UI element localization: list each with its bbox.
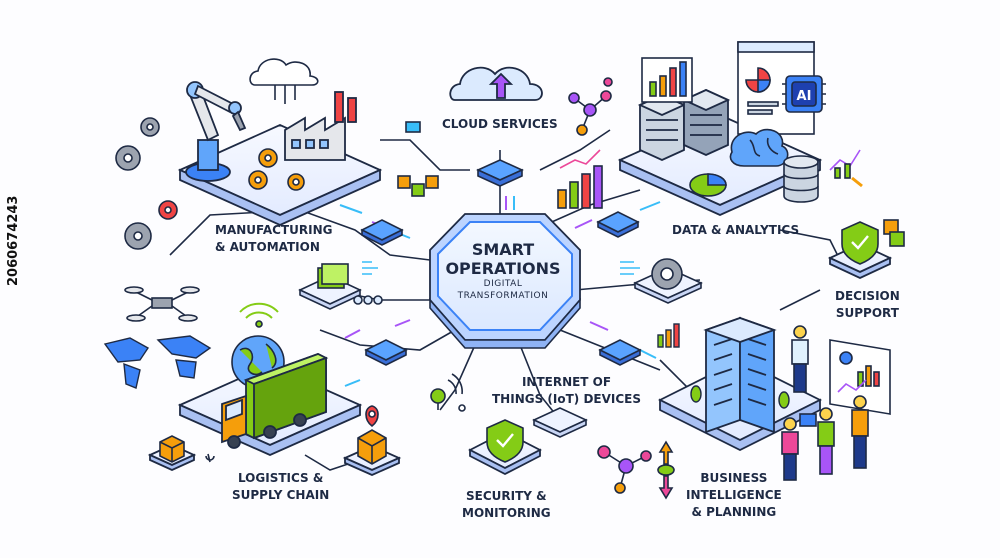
factory-icon: [284, 91, 357, 161]
folder-icon: [317, 261, 383, 305]
robot-arm-icon: [185, 81, 247, 182]
center-subtitle-line2: TRANSFORMATION: [457, 291, 549, 301]
line-chart-icon: [829, 149, 863, 188]
pie-chart-icon: [689, 173, 727, 197]
tile-left-2: [364, 339, 408, 366]
stock-id-watermark: 2060674243: [6, 195, 21, 286]
connector-manufacturing: [169, 209, 431, 261]
arrow-cyan-6: [344, 379, 361, 387]
arrow-cyan-1: [339, 204, 363, 214]
office-building-icon: [703, 316, 777, 434]
center-card: SMART OPERATIONS DIGITAL TRANSFORMATION: [428, 240, 578, 302]
label-business-intelligence: BUSINESS INTELLIGENCE & PLANNING: [686, 470, 782, 521]
manufacturing-line1: MANUFACTURING: [215, 223, 333, 237]
bi-line3: & PLANNING: [691, 505, 777, 519]
iot-line2: THINGS (IoT) DEVICES: [492, 392, 642, 406]
arrow-purple-2: [344, 329, 361, 339]
security-line1: SECURITY &: [466, 489, 547, 503]
tile-left-1: [360, 219, 404, 246]
boxes-icon: [397, 121, 439, 197]
molecule-nodes-icon: [597, 445, 652, 494]
arrow-purple-5: [574, 219, 593, 229]
cloud-services-text: CLOUD SERVICES: [442, 117, 558, 131]
logistics-line1: LOGISTICS &: [237, 471, 324, 485]
bi-line1: BUSINESS: [700, 471, 768, 485]
gears-icon: [115, 117, 305, 250]
arrow-cyan-3: [639, 349, 657, 359]
tile-right-2: [598, 339, 642, 366]
iot-sensor-icon: [430, 373, 466, 412]
connector-decision-low: [779, 289, 821, 311]
tile-cloud-hub: [476, 159, 524, 187]
connector-cloud-left: [380, 139, 470, 171]
database-icon: [783, 155, 819, 203]
brain-icon: [729, 128, 789, 167]
ai-chip-icon: AI: [782, 75, 826, 113]
data-analytics-text: DATA & ANALYTICS: [672, 223, 800, 237]
connector-decision: [779, 229, 841, 261]
label-logistics: LOGISTICS & SUPPLY CHAIN: [232, 470, 329, 504]
shield-check-icon: [841, 219, 905, 265]
dashboard-screen-icon: [829, 339, 891, 415]
tile-iot: [532, 407, 588, 438]
label-data-analytics: DATA & ANALYTICS: [672, 222, 799, 239]
center-title-line2: OPERATIONS: [445, 259, 561, 278]
server-rack-icon: [637, 89, 731, 161]
manufacturing-line2: & AUTOMATION: [215, 240, 320, 254]
arrow-cyan-4: [639, 201, 661, 211]
logistics-line2: SUPPLY CHAIN: [232, 488, 330, 502]
decision-line1: DECISION: [835, 289, 900, 303]
bar-chart-icon: [641, 57, 693, 103]
up-down-arrows-icon: [657, 440, 675, 500]
label-cloud-services: CLOUD SERVICES: [442, 116, 558, 133]
iot-line1: INTERNET OF: [521, 375, 612, 389]
bi-line2: INTELLIGENCE: [686, 488, 782, 502]
growth-chart-icon: [557, 149, 603, 209]
tile-right-1: [596, 211, 640, 238]
package-box-icon: [159, 435, 215, 463]
trees-icon: [690, 385, 790, 409]
people-icon: [781, 325, 869, 481]
label-security: SECURITY & MONITORING: [462, 488, 551, 522]
arrow-purple-3: [394, 319, 411, 327]
ai-chip-label: AI: [797, 89, 812, 104]
label-iot: INTERNET OF THINGS (IoT) DEVICES: [492, 374, 641, 408]
security-shield-icon: [486, 419, 524, 463]
center-title-line1: SMART: [471, 240, 535, 259]
central-hexagon: [429, 213, 581, 349]
settings-gear-icon: [620, 258, 683, 290]
drone-icon: [124, 286, 200, 322]
connector-security: [439, 344, 476, 411]
center-subtitle-line1: DIGITAL: [483, 279, 523, 289]
world-map-icon: [103, 335, 212, 389]
cloud-icon: [449, 66, 543, 101]
label-manufacturing: MANUFACTURING & AUTOMATION: [215, 222, 332, 256]
security-line2: MONITORING: [462, 506, 551, 520]
small-bars-icon: [657, 323, 680, 348]
network-nodes-icon: [568, 77, 613, 136]
delivery-truck-icon: [221, 353, 329, 449]
connector-cloud-right: [539, 129, 611, 171]
small-cloud-icon: [249, 58, 319, 104]
arrow-purple-4: [589, 321, 609, 331]
label-decision-support: DECISION SUPPORT: [835, 288, 900, 322]
location-box-icon: [357, 405, 387, 465]
decision-line2: SUPPORT: [835, 306, 899, 320]
